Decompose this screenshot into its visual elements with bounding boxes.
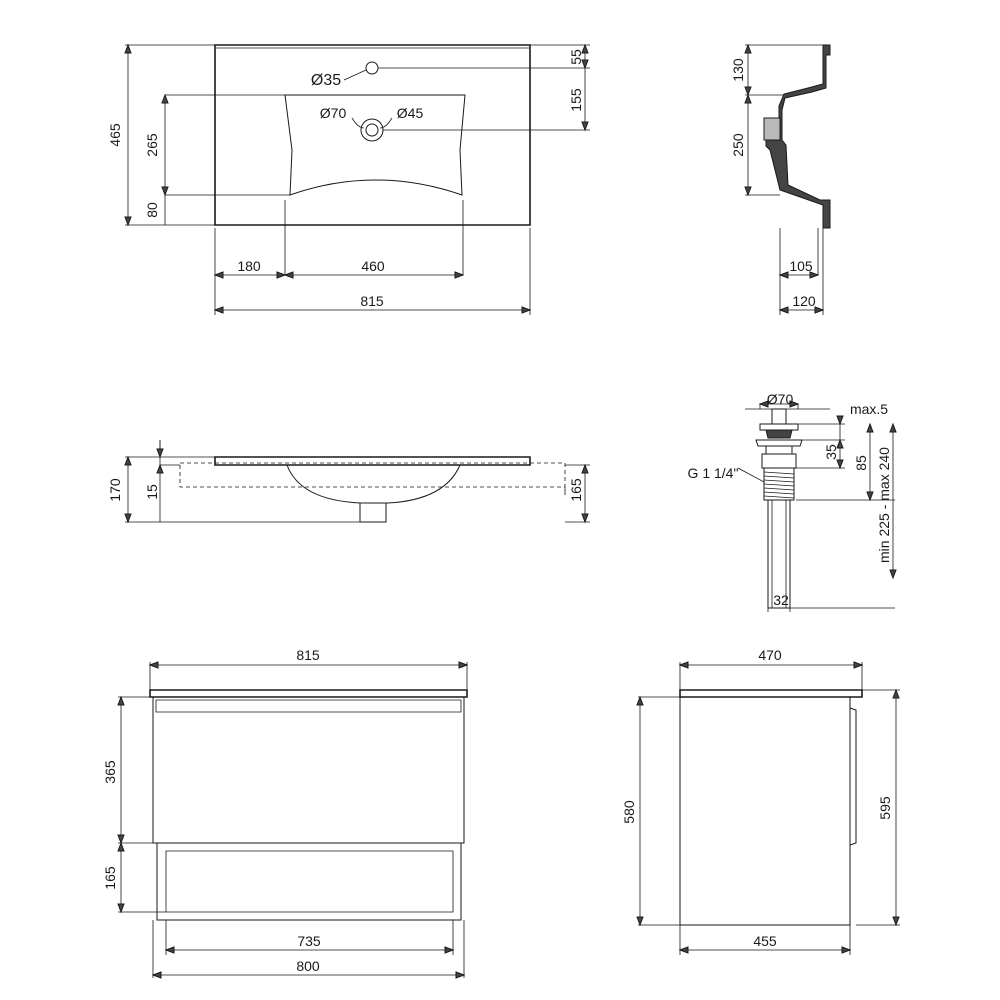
dim-drain-offset: 155 [568, 88, 584, 112]
dim-side-total-height: 595 [877, 796, 893, 820]
dim-side-depth: 455 [753, 933, 777, 949]
dim-shelf-height: 165 [102, 866, 118, 890]
dim-basin-depth: 465 [107, 123, 123, 147]
dim-side-height: 580 [621, 800, 637, 824]
cabinet-front-view: 815 365 165 735 800 [102, 647, 469, 979]
dim-front-cabinet-ref: 165 [568, 478, 584, 502]
basin-front-view: 170 15 165 [107, 440, 590, 524]
dim-side-total: 120 [792, 293, 816, 309]
thread-section [763, 467, 795, 501]
dim-left-offset: 180 [237, 258, 261, 274]
dim-cabinet-width: 800 [296, 958, 320, 974]
dim-drawer-height: 365 [102, 760, 118, 784]
dim-side-bottom: 105 [789, 258, 813, 274]
label-valve-thread: G 1 1/4" [688, 465, 739, 481]
dim-front-rim: 15 [144, 484, 160, 500]
label-tap-hole: Ø35 [311, 72, 341, 89]
dim-inner-width: 735 [297, 933, 321, 949]
drain-valve-view: Ø70 max.5 G 1 1/4" 35 85 min 225 - max 2… [688, 391, 897, 612]
label-drain-outer: Ø70 [320, 105, 347, 121]
basin-top-view: 465 265 80 180 460 815 55 155 Ø35 Ø70 Ø4… [107, 43, 590, 315]
dim-basin-width: 815 [360, 293, 384, 309]
dim-front-total: 170 [107, 478, 123, 502]
dim-valve-range: min 225 - max 240 [876, 447, 892, 563]
cabinet-side-view: 470 580 595 455 [621, 647, 900, 955]
dim-tap-offset: 55 [568, 49, 584, 65]
dim-cabinet-top-width: 815 [296, 647, 320, 663]
label-drain-inner: Ø45 [397, 105, 424, 121]
dim-side-top: 130 [730, 58, 746, 82]
label-valve-cap: Ø70 [767, 391, 794, 407]
dim-valve-total: 85 [853, 455, 869, 471]
basin-side-section: 130 250 105 120 [730, 43, 831, 315]
dim-bowl-width: 460 [361, 258, 385, 274]
label-valve-max: max.5 [850, 401, 888, 417]
dim-side-bowl: 250 [730, 133, 746, 157]
dim-valve-pipe: 32 [773, 592, 789, 608]
dim-side-top-depth: 470 [758, 647, 782, 663]
dim-front-lip: 80 [144, 202, 160, 218]
dim-bowl-depth: 265 [144, 133, 160, 157]
dim-valve-body: 35 [823, 444, 839, 460]
